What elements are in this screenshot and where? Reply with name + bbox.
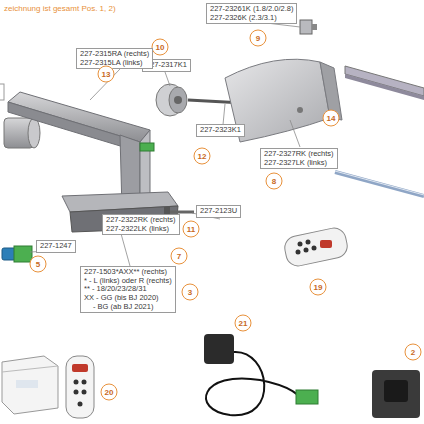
- callout-number: 14: [327, 114, 336, 123]
- end-cap: [4, 118, 40, 148]
- part-number: 227-2326K (2.3/3.1): [210, 14, 293, 23]
- callout-circle: 19: [310, 279, 327, 296]
- callout-circle: 12: [194, 148, 211, 165]
- part-number: - BG (ab BJ 2021): [84, 303, 172, 312]
- display-module: [372, 370, 420, 418]
- callout-number: 8: [272, 177, 276, 186]
- motor: [156, 84, 187, 116]
- handset: [66, 356, 94, 418]
- part-number: 227-2327LK (links): [264, 159, 334, 168]
- part-number-box: 227-2327RK (rechts)227-2327LK (links): [260, 148, 338, 169]
- callout-number: 7: [177, 252, 181, 261]
- sensor-cable: [204, 334, 318, 415]
- callout-circle: 3: [182, 284, 199, 301]
- part-number: 227-2322RK (rechts): [106, 216, 176, 225]
- callout-number: 13: [102, 70, 111, 79]
- callout-circle: 7: [171, 248, 188, 265]
- part-number: 227-1503*AXX** (rechts): [84, 268, 172, 277]
- note-text: zeichnung ist gesamt Pos. 1, 2): [4, 4, 154, 13]
- rod: [335, 172, 424, 196]
- callout-number: 12: [198, 152, 207, 161]
- callout-circle: 10: [152, 39, 169, 56]
- callout-number: 11: [187, 225, 195, 234]
- part-number-box: 227-2322RK (rechts)227-2322LK (links): [102, 214, 180, 235]
- remote: [283, 226, 350, 268]
- part-number-box: 227-2123U: [196, 205, 241, 218]
- callout-circle: 2: [405, 344, 422, 361]
- part-number: 227-2327RK (rechts): [264, 150, 334, 159]
- rail: [345, 66, 424, 100]
- callout-number: 20: [105, 388, 114, 397]
- part-number: 227-2322LK (links): [106, 225, 176, 234]
- callout-circle: 5: [30, 256, 47, 273]
- part-number: 227-23261K (1.8/2.0/2.8): [210, 5, 293, 14]
- part-number: * - L (links) oder R (rechts): [84, 277, 172, 286]
- part-number: ** - 18/20/23/28/31: [84, 285, 172, 294]
- callout-circle: 13: [98, 66, 115, 83]
- leader-lines: [30, 22, 300, 266]
- callout-circle: 8: [266, 173, 283, 190]
- callout-circle: 11: [183, 221, 200, 238]
- connector: [2, 246, 32, 262]
- part-number: 227-2315LA (links): [80, 59, 149, 68]
- part-number-box: 227-2315RA (rechts)227-2315LA (links): [76, 48, 153, 69]
- part-number-box: 227-23261K (1.8/2.0/2.8)227-2326K (2.3/3…: [206, 3, 297, 24]
- callout-number: 19: [314, 283, 323, 292]
- part-number: 227-2323K1: [200, 126, 241, 135]
- callout-circle: 9: [250, 30, 267, 47]
- part-number: 227-2315RA (rechts): [80, 50, 149, 59]
- end-piece: [300, 20, 317, 34]
- control-unit: [2, 356, 58, 414]
- callout-circle: 14: [323, 110, 340, 127]
- part-number-box: 227-1503*AXX** (rechts)* - L (links) ode…: [80, 266, 176, 313]
- callout-number: 3: [188, 288, 192, 297]
- callout-circle: 20: [101, 384, 118, 401]
- rod-highlight: [335, 171, 424, 195]
- callout-number: 21: [239, 319, 248, 328]
- cut-box: [0, 84, 4, 100]
- part-number: 227-2123U: [200, 207, 237, 216]
- callout-circle: 21: [235, 315, 252, 332]
- callout-number: 2: [411, 348, 415, 357]
- part-number-box: 227-1247: [36, 240, 76, 253]
- callout-number: 9: [256, 34, 260, 43]
- callout-number: 10: [156, 43, 165, 52]
- part-number-box: 227-2323K1: [196, 124, 245, 137]
- part-number: XX - GG (bis BJ 2020): [84, 294, 172, 303]
- part-number: 227-1247: [40, 242, 72, 251]
- callout-number: 5: [36, 260, 40, 269]
